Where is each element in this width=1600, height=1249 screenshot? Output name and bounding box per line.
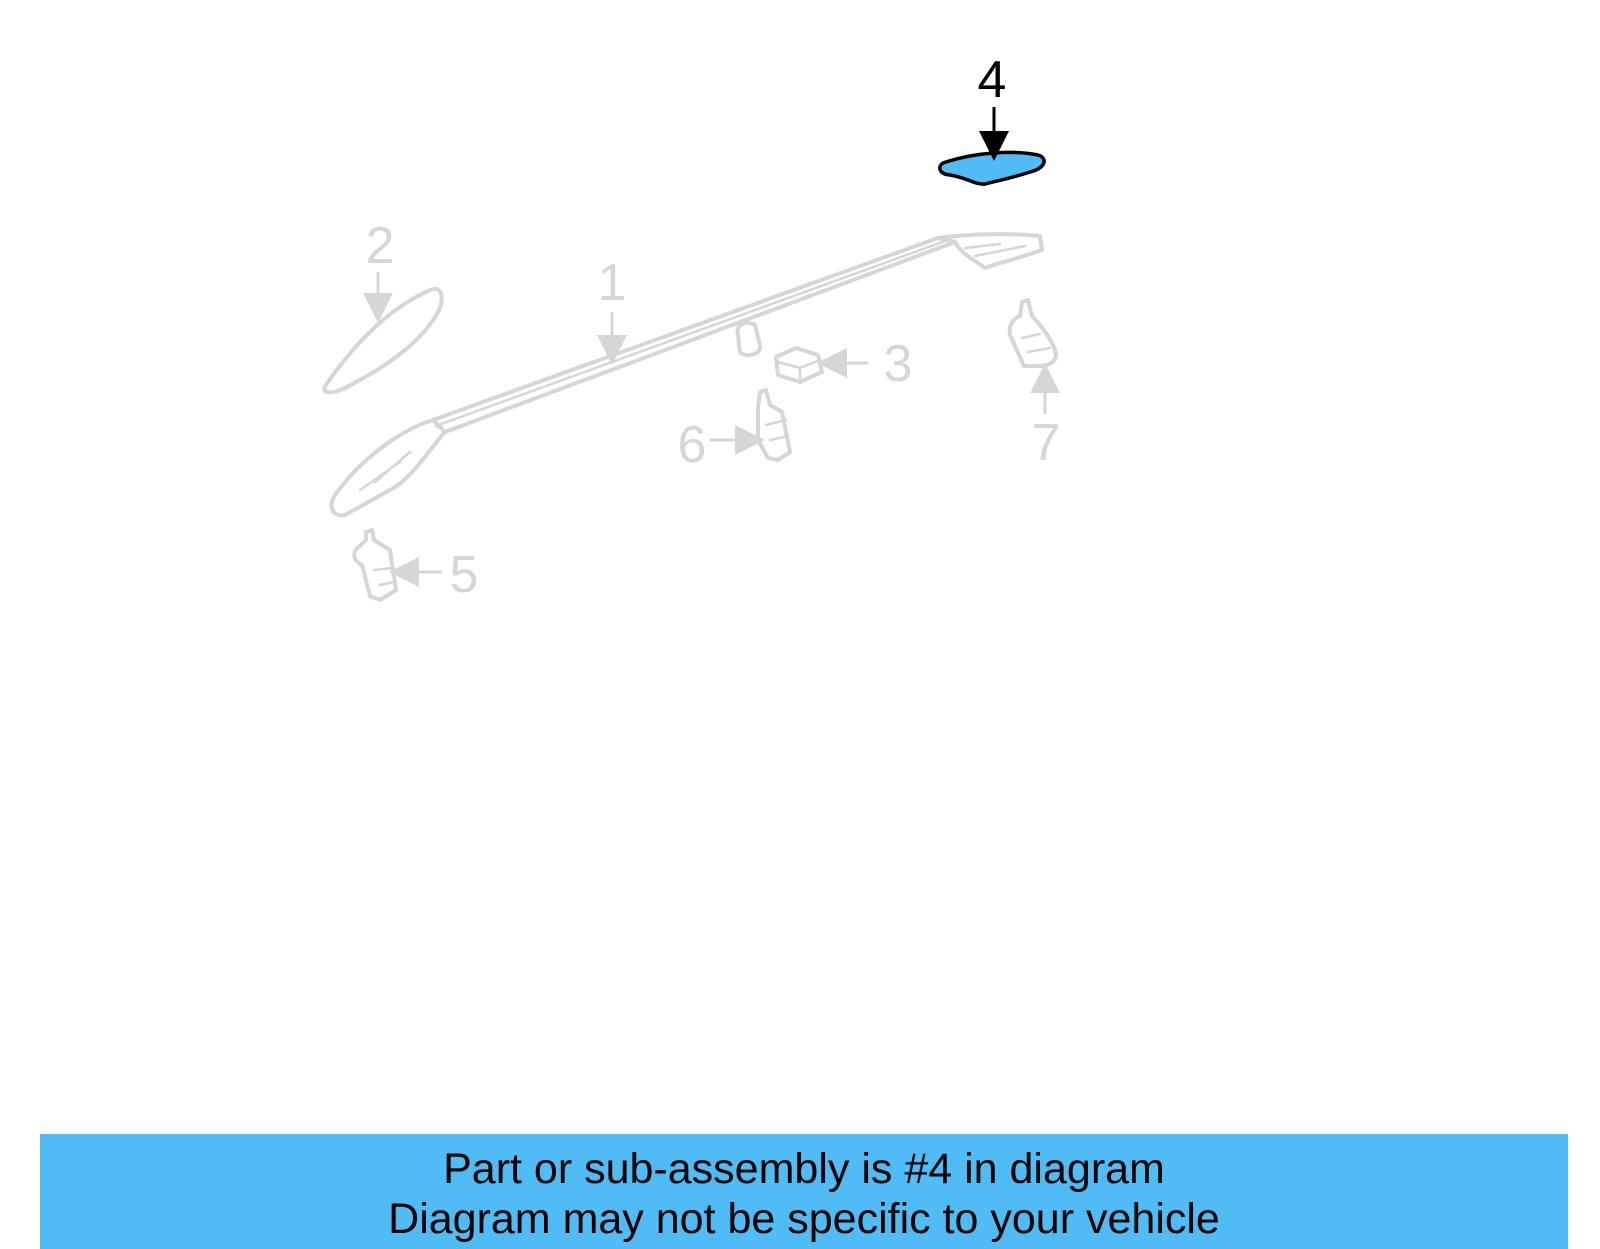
part-7-rear-bracket: [1007, 298, 1058, 368]
part-4-highlighted-cover: [938, 150, 1046, 186]
callout-6: 6: [678, 416, 707, 474]
callout-1: 1: [598, 254, 627, 312]
callout-7: 7: [1032, 414, 1061, 472]
part-6-center-bracket: [756, 388, 792, 462]
callout-2: 2: [366, 217, 395, 275]
part-4-shape: [938, 150, 1046, 186]
part-1-roof-rail: [329, 232, 1044, 518]
banner-line-disclaimer: Diagram may not be specific to your vehi…: [388, 1195, 1220, 1243]
callout-3: 3: [884, 335, 913, 393]
part-2-end-cover: [322, 286, 444, 395]
callout-5: 5: [450, 546, 479, 604]
part-5-front-bracket: [352, 528, 398, 602]
callout-4: 4: [978, 51, 1007, 109]
banner-line-part-number: Part or sub-assembly is #4 in diagram: [443, 1145, 1165, 1193]
part-3-pad: [774, 346, 824, 384]
info-banner: Part or sub-assembly is #4 in diagram Di…: [40, 1134, 1568, 1249]
